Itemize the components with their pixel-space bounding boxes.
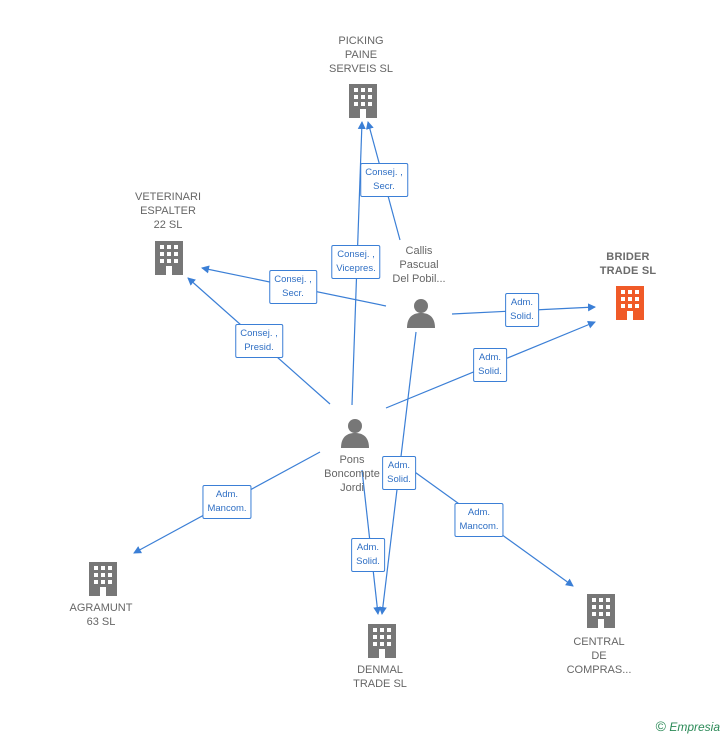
label-line: CENTRAL xyxy=(573,636,625,648)
edge-label-pons-picking[interactable]: Consej. , Vicepres. xyxy=(331,245,381,279)
edge-label-pons-agramunt[interactable]: Adm. Mancom. xyxy=(202,485,252,519)
label-line: PAINE xyxy=(344,49,378,61)
edge-label-line: Solid. xyxy=(387,474,411,485)
edge-label-callis-veterinari[interactable]: Consej. , Secr. xyxy=(269,270,317,304)
node-label-central: CENTRAL DE COMPRAS... xyxy=(567,635,632,677)
building-icon-picking[interactable] xyxy=(349,84,377,118)
edge-label-pons-brider[interactable]: Adm. Solid. xyxy=(473,348,507,382)
node-label-veterinari: VETERINARI ESPALTER 22 SL xyxy=(135,190,201,232)
edge-label-line: Adm. xyxy=(215,489,239,500)
node-label-picking: PICKING PAINE SERVEIS SL xyxy=(329,34,393,76)
copyright-icon: © xyxy=(655,718,666,734)
node-label-callis: Callis Pascual Del Pobil... xyxy=(392,244,445,286)
label-line: COMPRAS... xyxy=(566,664,632,676)
building-icon-agramunt[interactable] xyxy=(89,562,117,596)
edge-label-pons-central[interactable]: Adm. Mancom. xyxy=(454,503,504,537)
edge-label-callis-picking[interactable]: Consej. , Secr. xyxy=(360,163,408,197)
footer-credit[interactable]: © Empresia xyxy=(656,718,720,734)
edge-label-line: Vicepres. xyxy=(336,263,376,274)
node-label-denmal: DENMAL TRADE SL xyxy=(353,663,407,691)
edge-label-line: Consej. , xyxy=(240,328,278,339)
label-line: Jordi xyxy=(340,482,364,494)
label-line: Pons xyxy=(339,454,365,466)
node-label-pons: Pons Boncompte Jordi xyxy=(324,453,380,495)
label-line: TRADE SL xyxy=(353,678,407,690)
building-icon-denmal[interactable] xyxy=(368,624,396,658)
edge-label-line: Solid. xyxy=(356,556,380,567)
label-line: PICKING xyxy=(338,35,384,47)
building-icon-veterinari[interactable] xyxy=(155,241,183,275)
node-label-agramunt: AGRAMUNT 63 SL xyxy=(70,601,133,629)
edge-label-line: Solid. xyxy=(478,366,502,377)
edge-label-pons-denmal[interactable]: Adm. Solid. xyxy=(351,538,385,572)
edge-label-line: Adm. xyxy=(356,542,380,553)
edge-label-line: Adm. xyxy=(510,297,534,308)
edge-label-line: Secr. xyxy=(282,288,304,299)
edge-label-line: Adm. xyxy=(387,460,411,471)
building-icon-central[interactable] xyxy=(587,594,615,628)
label-line: SERVEIS SL xyxy=(329,63,393,75)
node-label-brider: BRIDER TRADE SL xyxy=(600,250,657,278)
brand-logo-text: Empresia xyxy=(669,720,720,734)
label-line: BRIDER xyxy=(606,251,650,263)
edge-label-callis-brider[interactable]: Adm. Solid. xyxy=(505,293,539,327)
label-line: Pascual xyxy=(399,259,439,271)
edge-label-line: Consej. , xyxy=(337,249,375,260)
edge-label-pons-veterinari[interactable]: Consej. , Presid. xyxy=(235,324,283,358)
label-line: TRADE SL xyxy=(599,265,657,277)
building-icon-brider[interactable] xyxy=(616,286,644,320)
edge-label-line: Mancom. xyxy=(207,503,247,514)
label-line: 22 SL xyxy=(153,219,183,231)
person-icon-pons[interactable] xyxy=(341,419,369,448)
person-icon-callis[interactable] xyxy=(407,299,435,328)
label-line: VETERINARI xyxy=(134,191,202,203)
edge-label-callis-denmal[interactable]: Adm. Solid. xyxy=(382,456,416,490)
edge-label-line: Solid. xyxy=(510,311,534,322)
edge-label-line: Mancom. xyxy=(459,521,499,532)
label-line: Callis xyxy=(405,245,433,257)
edge-label-line: Consej. , xyxy=(365,167,403,178)
label-line: ESPALTER xyxy=(140,205,196,217)
label-line: Boncompte xyxy=(324,468,380,480)
edge-label-line: Adm. xyxy=(478,352,502,363)
label-line: 63 SL xyxy=(86,616,116,628)
edge-label-line: Secr. xyxy=(373,181,395,192)
label-line: DE xyxy=(591,650,607,662)
edge-label-line: Adm. xyxy=(467,507,491,518)
label-line: Del Pobil... xyxy=(392,273,446,285)
label-line: AGRAMUNT xyxy=(69,602,133,614)
edge-label-line: Presid. xyxy=(244,342,274,353)
label-line: DENMAL xyxy=(357,664,403,676)
edge-label-line: Consej. , xyxy=(274,274,312,285)
